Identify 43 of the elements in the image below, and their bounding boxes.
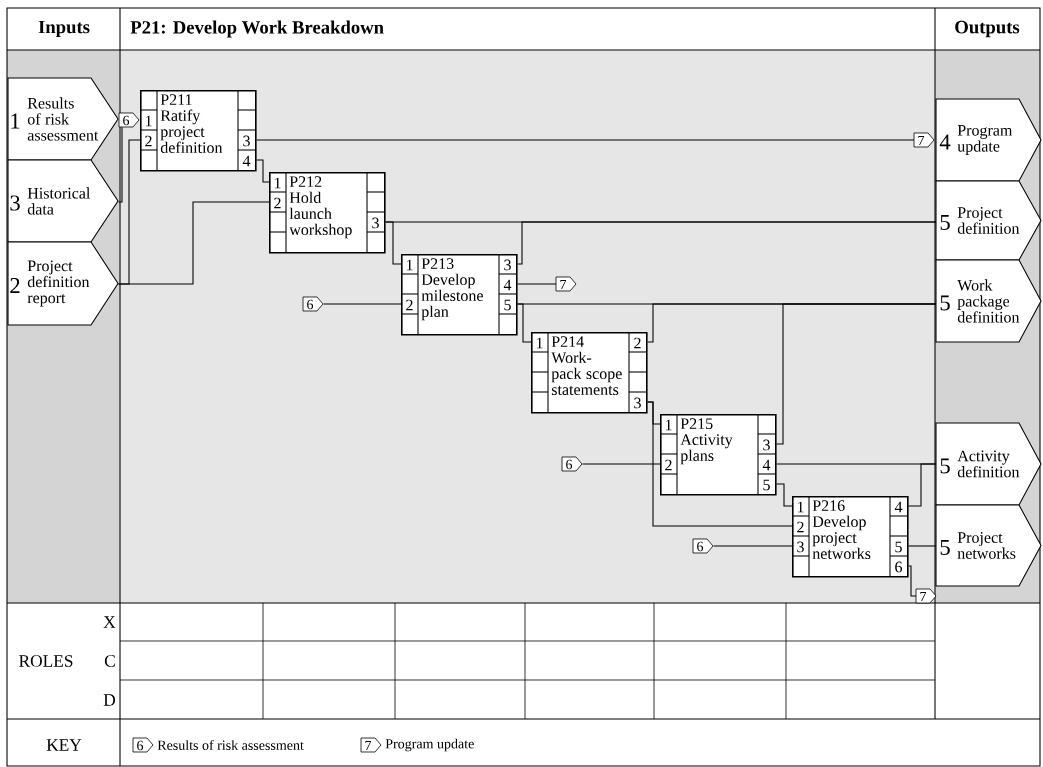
connector-line <box>517 303 532 343</box>
connector-line <box>323 303 402 305</box>
connector-tag: 6 <box>302 296 324 312</box>
connector-line <box>908 463 937 507</box>
connector-tag: 6 <box>692 538 714 554</box>
row-label: X <box>103 616 116 628</box>
key-tag: 7 <box>360 737 382 753</box>
connector-line <box>385 221 402 265</box>
row-label: KEY <box>46 739 82 751</box>
connector-line <box>908 545 937 547</box>
row-label: C <box>104 655 115 667</box>
process-box: P212 Hold launch workshop 1 2 3 <box>268 171 386 254</box>
connector-line <box>118 126 123 203</box>
connector-line <box>118 201 270 285</box>
connector-tag: 6 <box>118 112 140 128</box>
connector-line <box>256 139 915 141</box>
connector-line <box>908 565 917 597</box>
process-box: P213 Develop milestone plan 1 2 3 4 5 <box>400 253 518 336</box>
legend-text: Results of risk assessment <box>157 740 304 750</box>
process-box: P215 Activity plans 1 2 3 4 5 <box>659 413 777 496</box>
connector-tag: 7 <box>915 588 937 604</box>
connector-tag: 6 <box>561 456 583 472</box>
connector-line <box>517 221 937 265</box>
connector-line <box>713 545 793 547</box>
process-box: P214 Work-pack scope statements 1 2 3 <box>530 331 648 414</box>
connector-tag: 7 <box>555 276 577 292</box>
connector-line <box>647 401 793 527</box>
connector-line <box>582 463 661 465</box>
input-panel: 3 Historical data <box>7 159 119 243</box>
connector-line <box>517 283 557 285</box>
column-heading: Outputs <box>955 20 1020 38</box>
output-panel: 5 Work package definition <box>935 259 1042 343</box>
input-panel: 1 Results of risk assessment <box>7 77 119 161</box>
legend-text: Program update <box>385 738 474 752</box>
connector-line <box>776 483 793 507</box>
connector-tag: 7 <box>913 132 935 148</box>
connector-line <box>776 303 937 445</box>
row-label: D <box>103 694 116 706</box>
row-label: ROLES <box>19 655 73 667</box>
connector-line <box>256 159 270 183</box>
column-heading: Inputs <box>38 20 90 38</box>
title: P21: Develop Work Breakdown <box>130 20 384 38</box>
key-tag: 6 <box>132 737 154 753</box>
